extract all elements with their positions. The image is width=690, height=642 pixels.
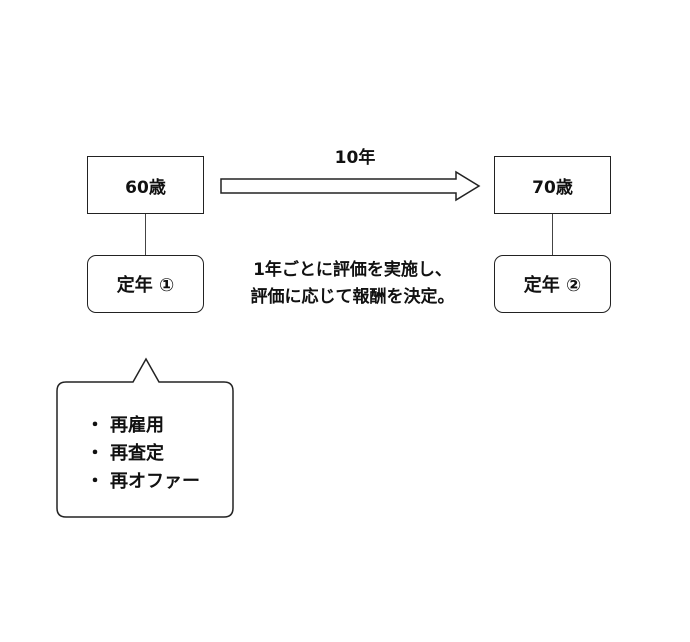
- retirement-1-label: 定年 ①: [116, 275, 175, 296]
- retirement-2-label: 定年 ②: [523, 275, 582, 296]
- age-70-label: 70歳: [532, 177, 573, 198]
- evaluation-note-line-2: 評価に応じて報酬を決定。: [250, 287, 455, 307]
- age-60-box: 60歳: [87, 156, 204, 214]
- age-70-box: 70歳: [494, 156, 611, 214]
- timeline-arrow: [220, 170, 481, 202]
- connector-right: [552, 214, 553, 255]
- retirement-2-box: 定年 ②: [494, 255, 611, 313]
- option-rehire: 再雇用: [86, 412, 200, 440]
- connector-left: [145, 214, 146, 255]
- age-60-label: 60歳: [125, 177, 166, 198]
- retirement-1-box: 定年 ①: [87, 255, 204, 313]
- evaluation-note: 1年ごとに評価を実施し、 評価に応じて報酬を決定。: [215, 257, 490, 311]
- option-reoffer: 再オファー: [86, 468, 200, 496]
- options-list: 再雇用 再査定 再オファー: [86, 412, 200, 496]
- span-label: 10年: [334, 148, 376, 168]
- evaluation-note-line-1: 1年ごとに評価を実施し、: [253, 260, 452, 280]
- option-reassessment: 再査定: [86, 440, 200, 468]
